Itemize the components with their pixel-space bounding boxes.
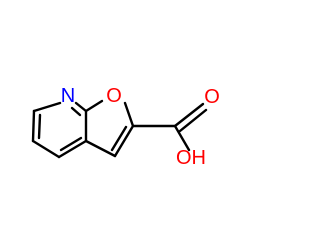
- bond-c2-c3-inner: [110, 125, 128, 152]
- atom-o1: O: [106, 85, 122, 107]
- bond-c6-c5-inner: [37, 113, 42, 140]
- bond-o1-c2: [123, 101, 135, 128]
- atom-o2: O: [204, 86, 220, 108]
- bond-c4-c3a-inner: [59, 136, 83, 152]
- bond-c6-c5: [31, 109, 36, 143]
- bond-n1-c6: [32, 101, 62, 113]
- atom-labels: N O O OH: [61, 85, 220, 169]
- bonds: [31, 99, 208, 159]
- bond-c7a-o1: [84, 99, 104, 113]
- bond-c4-c3a: [57, 139, 88, 159]
- bond-c7a-n1: [74, 101, 88, 113]
- bond-c2-c3: [113, 124, 135, 158]
- bond-c7a-n1-inner: [70, 106, 82, 117]
- bond-c5-c4: [31, 139, 61, 159]
- atom-oh: OH: [176, 147, 206, 169]
- bond-cacid-o2-b: [178, 108, 208, 133]
- bond-cacid-o2-a: [173, 102, 205, 128]
- bond-cacid-oh: [173, 124, 191, 152]
- atom-n1: N: [61, 85, 75, 107]
- chemical-structure: N O O OH: [31, 85, 220, 169]
- bond-c3-c3a: [84, 139, 117, 158]
